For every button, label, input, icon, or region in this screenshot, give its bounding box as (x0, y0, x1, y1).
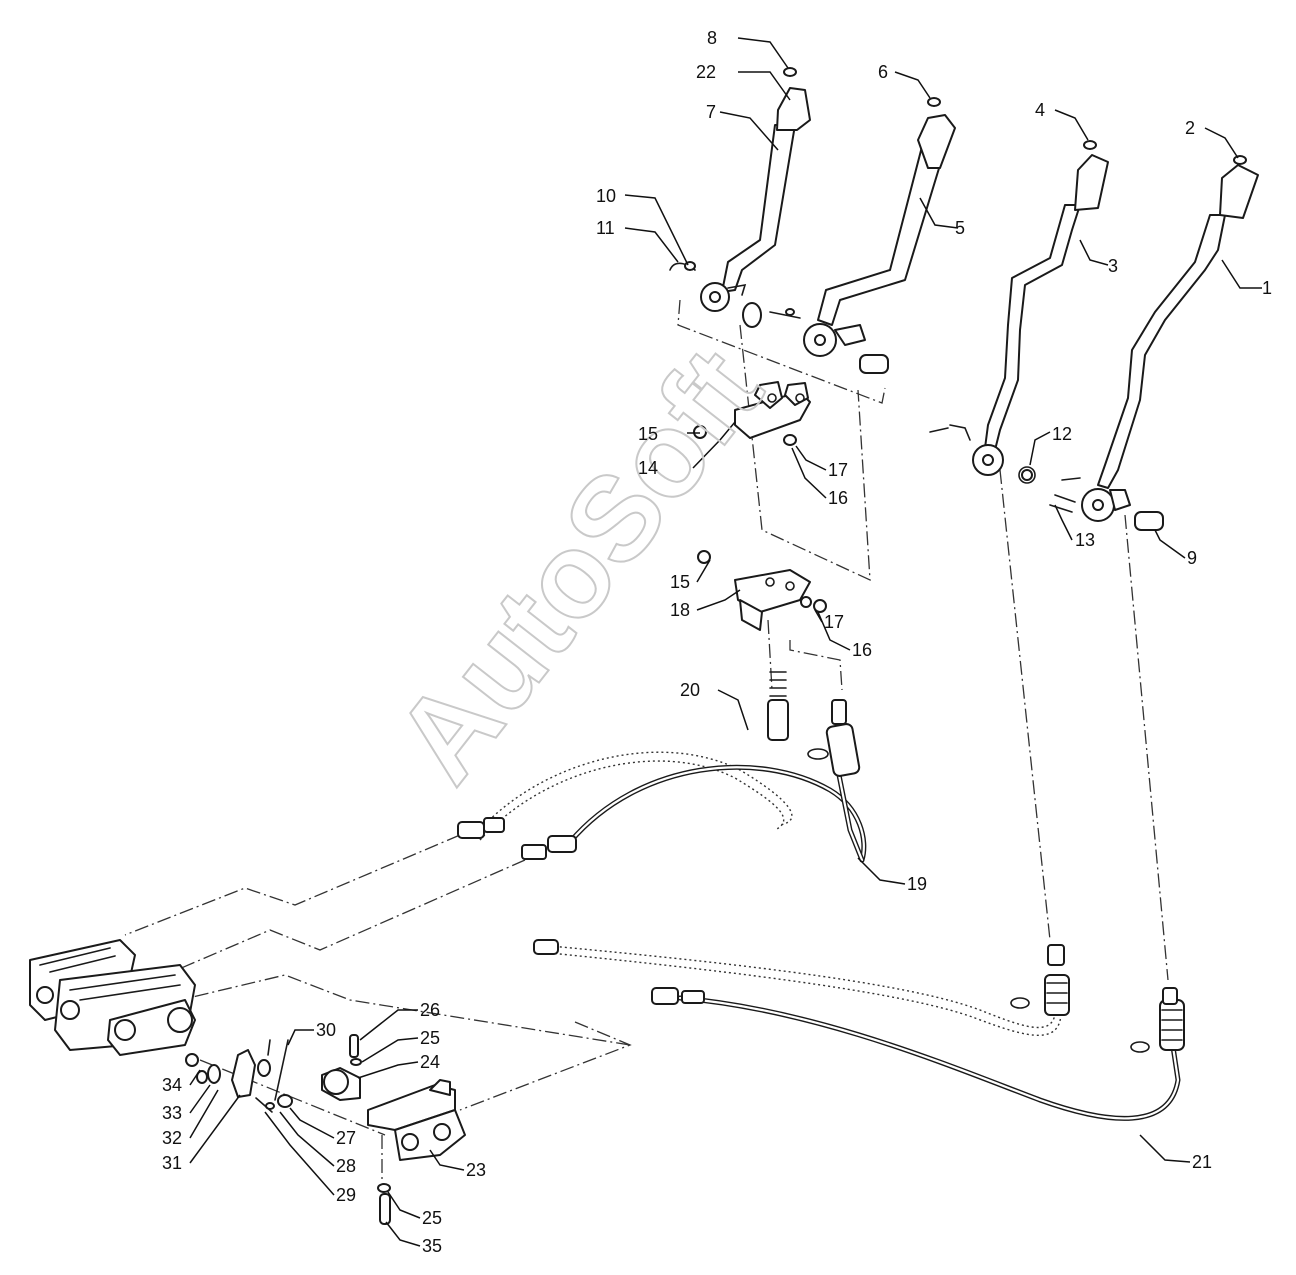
callout-18: 18 (670, 600, 690, 620)
cable-19 (457, 671, 867, 863)
callout-15-upper: 15 (638, 424, 658, 444)
callout-24: 24 (420, 1052, 440, 1072)
top-washers (783, 67, 1247, 165)
lever-3 (929, 154, 1109, 476)
phantom-cables (474, 751, 1062, 1036)
callout-5: 5 (955, 218, 965, 238)
callout-12: 12 (1052, 424, 1072, 444)
callout-31: 31 (162, 1153, 182, 1173)
bracket-18 (697, 550, 827, 631)
lever-5 (803, 114, 956, 374)
callout-10: 10 (596, 186, 616, 206)
watermark: AutoSoft (370, 324, 787, 806)
callout-9: 9 (1187, 548, 1197, 568)
lever-1 (1049, 164, 1259, 531)
callout-28: 28 (336, 1156, 356, 1176)
callout-35: 35 (422, 1236, 442, 1256)
callout-23: 23 (466, 1160, 486, 1180)
callout-21: 21 (1192, 1152, 1212, 1172)
lever-7 (700, 87, 811, 312)
callout-30: 30 (316, 1020, 336, 1040)
callout-4: 4 (1035, 100, 1045, 120)
pin-set-10-11 (669, 261, 801, 328)
callout-19: 19 (907, 874, 927, 894)
callout-8: 8 (707, 28, 717, 48)
callout-14: 14 (638, 458, 658, 478)
bracket-14 (693, 381, 1036, 484)
callout-17-lower: 17 (824, 612, 844, 632)
callout-13: 13 (1075, 530, 1095, 550)
callout-34: 34 (162, 1075, 182, 1095)
callout-7: 7 (706, 102, 716, 122)
valve-block (29, 939, 196, 1056)
callout-16-lower: 16 (852, 640, 872, 660)
leader-lines (189, 37, 1262, 1247)
callout-6: 6 (878, 62, 888, 82)
callout-25-lower: 25 (422, 1208, 442, 1228)
callout-17-upper: 17 (828, 460, 848, 480)
callout-labels: 8 22 7 6 4 2 5 3 1 10 11 12 13 9 15 14 1… (162, 28, 1272, 1256)
callout-25-upper: 25 (420, 1028, 440, 1048)
callout-27: 27 (336, 1128, 356, 1148)
callout-3: 3 (1108, 256, 1118, 276)
callout-1: 1 (1262, 278, 1272, 298)
callout-20: 20 (680, 680, 700, 700)
callout-2: 2 (1185, 118, 1195, 138)
callout-22: 22 (696, 62, 716, 82)
linkage-assembly (185, 1034, 466, 1225)
callout-32: 32 (162, 1128, 182, 1148)
callout-29: 29 (336, 1185, 356, 1205)
callout-26: 26 (420, 1000, 440, 1020)
callout-15-lower: 15 (670, 572, 690, 592)
callout-33: 33 (162, 1103, 182, 1123)
callout-11: 11 (596, 218, 615, 238)
cable-21 (533, 939, 1185, 1121)
callout-16-upper: 16 (828, 488, 848, 508)
